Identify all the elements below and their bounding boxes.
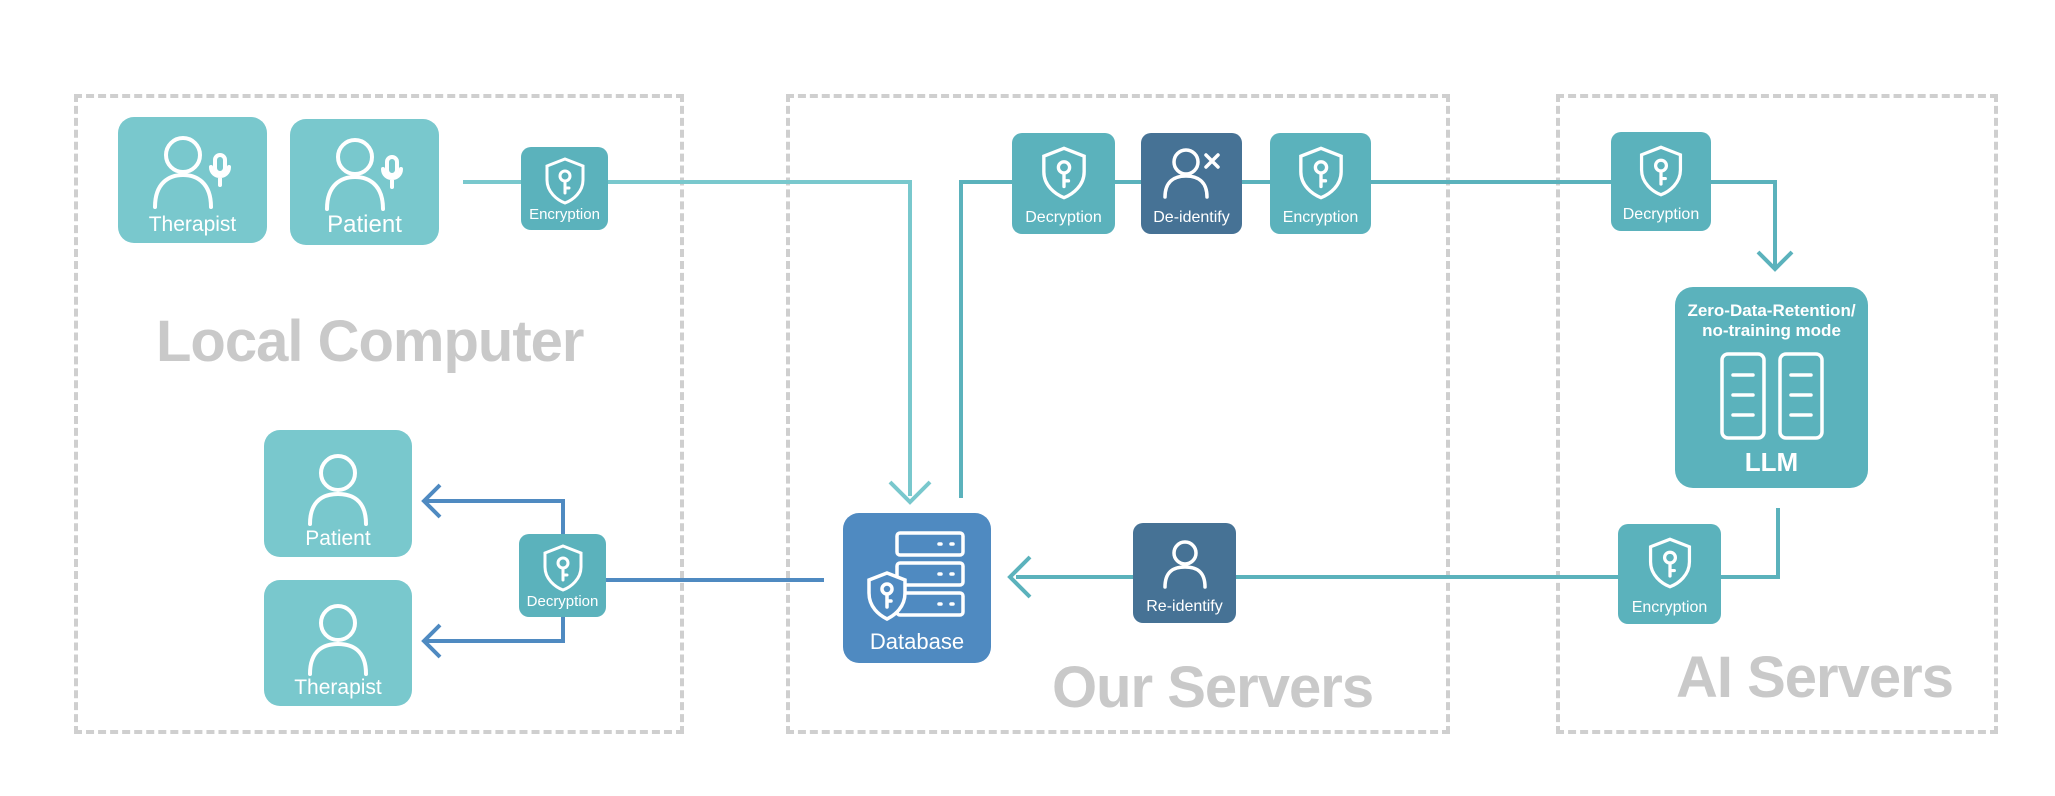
patient-arrowhead — [421, 483, 442, 519]
patient-label: Patient — [305, 527, 371, 550]
person-with-mic-icon — [324, 138, 403, 211]
shield-key-icon — [543, 544, 582, 592]
decryption-label: Decryption — [1622, 206, 1700, 223]
ai-arrowhead — [1756, 250, 1794, 272]
upload-connector — [463, 180, 912, 496]
deidentify-badge: De-identify — [1141, 133, 1242, 234]
llm-mode-line2: no-training mode — [1702, 321, 1841, 340]
llm-label: LLM — [1744, 447, 1799, 477]
server-decryption-badge: Decryption — [1012, 133, 1115, 234]
ai-servers-title: AI Servers — [1676, 645, 1954, 710]
person-icon — [1162, 540, 1207, 589]
local-encryption-badge: Encryption — [521, 147, 608, 230]
ai-servers-zone — [1556, 94, 1998, 734]
shield-key-icon — [545, 157, 584, 205]
shield-key-icon — [1639, 145, 1683, 197]
llm-node: Zero-Data-Retention/ no-training mode LL… — [1675, 287, 1868, 488]
local-computer-zone — [74, 94, 684, 734]
therapist-recipient-node: Therapist — [264, 580, 412, 706]
ai-encryption-badge: Encryption — [1618, 524, 1721, 624]
therapist-arrowhead — [421, 623, 442, 659]
our-servers-title: Our Servers — [1052, 655, 1374, 720]
server-encryption-badge: Encryption — [1270, 133, 1371, 234]
therapist-label: Therapist — [294, 676, 382, 699]
shield-key-icon — [1648, 537, 1691, 589]
database-server-icon — [867, 531, 965, 621]
encryption-label: Encryption — [529, 206, 600, 223]
return-connector — [1016, 508, 1780, 579]
encryption-label: Encryption — [1282, 209, 1359, 226]
therapist-node: Therapist — [118, 117, 267, 243]
reidentify-label: Re-identify — [1146, 598, 1223, 615]
decryption-label: Decryption — [526, 593, 599, 610]
server-rack-icon — [1720, 352, 1824, 440]
llm-mode-line1: Zero-Data-Retention/ — [1687, 301, 1856, 320]
person-icon — [308, 454, 368, 526]
return-arrowhead — [1007, 555, 1032, 599]
upload-arrowhead — [888, 480, 932, 505]
deidentify-label: De-identify — [1153, 209, 1230, 226]
therapist-label: Therapist — [148, 213, 237, 236]
decryption-label: Decryption — [1025, 209, 1102, 226]
encryption-label: Encryption — [1631, 599, 1708, 616]
person-with-mic-icon — [152, 136, 231, 209]
shield-key-icon — [1298, 146, 1343, 200]
database-node: Database — [843, 513, 991, 663]
local-decryption-badge: Decryption — [519, 534, 606, 617]
patient-node: Patient — [290, 119, 439, 245]
patient-label: Patient — [327, 211, 402, 238]
ai-decryption-badge: Decryption — [1611, 132, 1711, 231]
reidentify-badge: Re-identify — [1133, 523, 1236, 623]
shield-key-icon — [1041, 146, 1086, 200]
our-servers-zone — [786, 94, 1450, 734]
database-label: Database — [869, 629, 965, 654]
local-computer-title: Local Computer — [156, 309, 584, 374]
person-remove-icon — [1162, 148, 1220, 199]
person-icon — [308, 604, 368, 676]
patient-recipient-node: Patient — [264, 430, 412, 557]
